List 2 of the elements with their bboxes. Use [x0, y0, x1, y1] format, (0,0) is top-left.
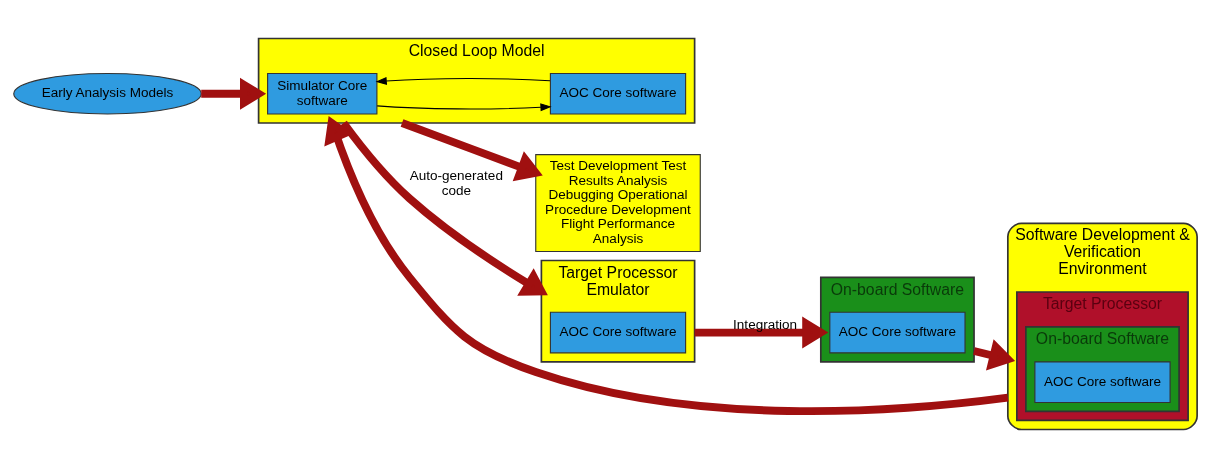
edge-label: Integration: [733, 316, 797, 332]
edge-label: Auto-generated code: [409, 168, 503, 198]
